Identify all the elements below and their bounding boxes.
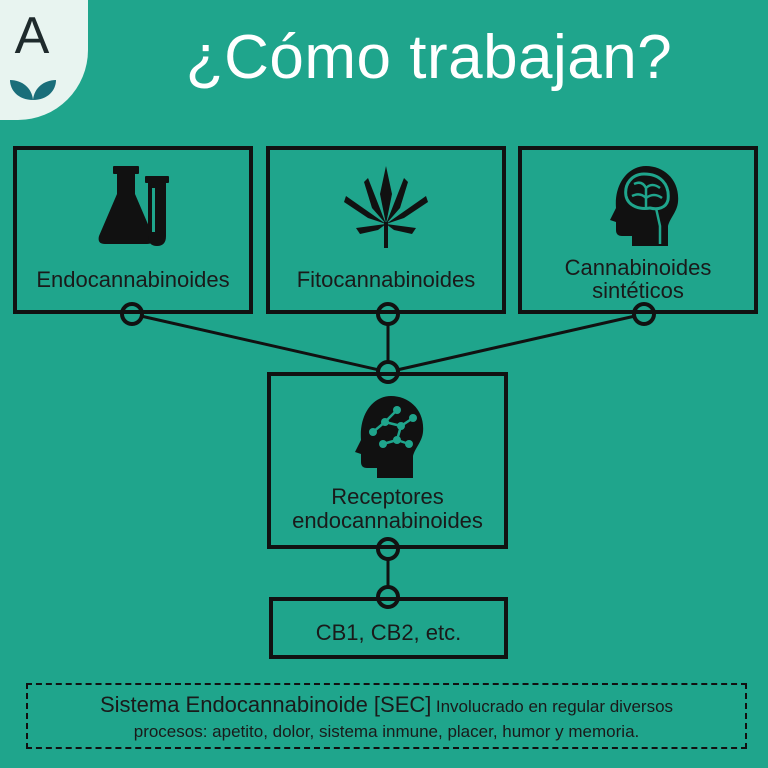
endocannabinoids-label: Endocannabinoides: [36, 267, 230, 292]
receptors-label-line1: Receptores: [331, 484, 444, 509]
logo-letter: A: [14, 7, 50, 65]
sec-text-part1: Involucrado en regular diversos: [435, 697, 674, 716]
receptor-types-label: CB1, CB2, etc.: [315, 620, 462, 645]
synthetic-label-line2: sintéticos: [592, 278, 684, 303]
connector-node-fito: [376, 302, 400, 326]
receptor-types-box: CB1, CB2, etc.: [269, 597, 508, 659]
page-title: ¿Cómo trabajan?: [185, 23, 673, 92]
connector-node-endo: [120, 302, 144, 326]
sec-description-box: Sistema Endocannabinoide [SEC] Involucra…: [26, 683, 747, 749]
receptors-box: Receptores endocannabinoides: [267, 372, 508, 549]
neural-head-icon: [355, 396, 424, 478]
sec-title: Sistema Endocannabinoide [SEC]: [99, 692, 432, 717]
phytocannabinoids-label: Fitocannabinoides: [296, 267, 476, 292]
lab-flasks-icon: [98, 166, 169, 246]
leaves-icon: [10, 80, 56, 100]
synthetic-cannabinoids-box: Cannabinoides sintéticos: [518, 146, 758, 314]
brain-head-icon: [610, 166, 679, 246]
cannabis-leaf-icon: [344, 166, 428, 248]
connector-node-sint: [632, 302, 656, 326]
receptors-label-line2: endocannabinoides: [292, 508, 483, 533]
endocannabinoids-box: Endocannabinoides: [13, 146, 253, 314]
phytocannabinoids-box: Fitocannabinoides: [266, 146, 506, 314]
sec-text-part2: procesos: apetito, dolor, sistema inmune…: [133, 722, 640, 741]
synthetic-label-line1: Cannabinoides: [564, 255, 712, 280]
connector-node-receptors-bottom: [376, 537, 400, 561]
